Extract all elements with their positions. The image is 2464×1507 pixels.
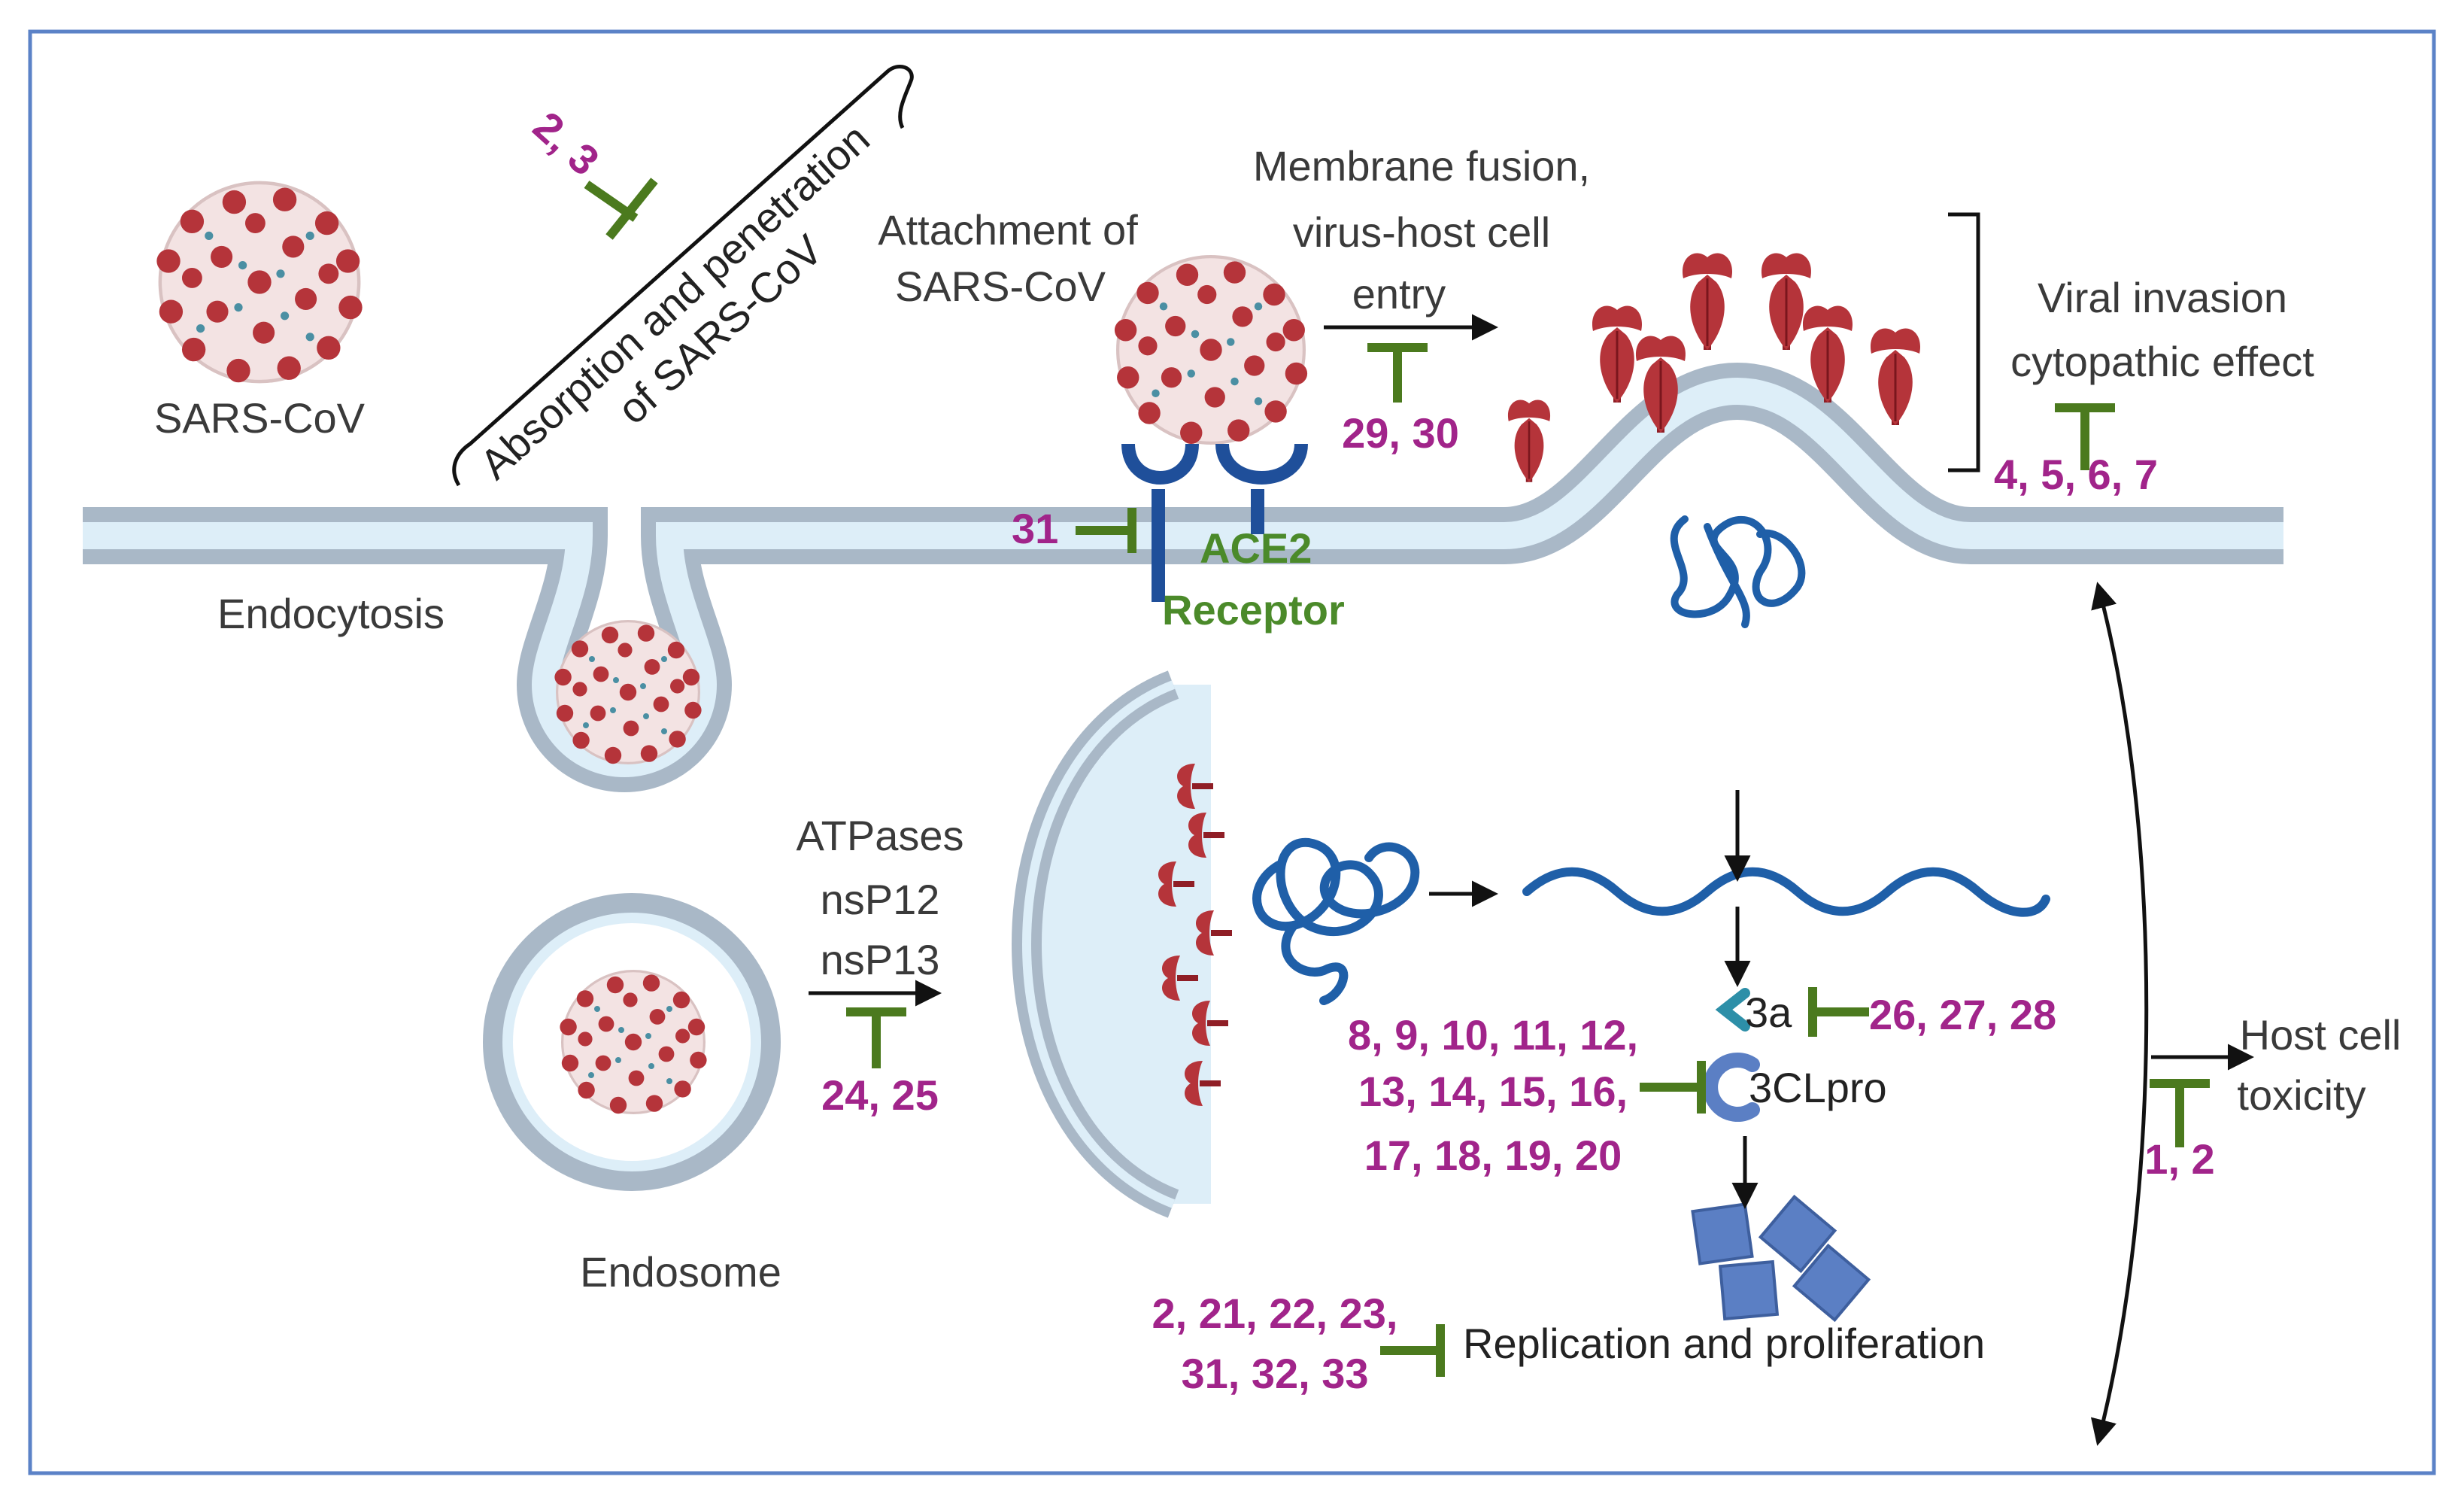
viral-rna-released: [1252, 837, 1420, 1005]
label-viral-invasion-line1: Viral invasion: [2038, 274, 2287, 321]
refs-protease-line2: 13, 14, 15, 16,: [1358, 1068, 1628, 1115]
virus-attached: [1115, 257, 1307, 444]
virus-free: [156, 183, 362, 382]
refs-invasion: 4, 5, 6, 7: [1994, 451, 2158, 498]
label-endocytosis: Endocytosis: [217, 590, 445, 637]
label-receptor: Receptor: [1162, 586, 1345, 633]
virus-endocytosed: [553, 619, 703, 765]
label-fusion-line2: virus-host cell: [1293, 208, 1550, 256]
figure-frame: [28, 29, 2436, 1475]
label-nsp13: nsP13: [821, 936, 940, 983]
label-ace2: ACE2: [1200, 524, 1312, 572]
label-endosome: Endosome: [580, 1248, 781, 1296]
invasion-bracket: [1948, 212, 1980, 472]
label-viral-invasion-line2: cytopathic effect: [2010, 338, 2314, 385]
viral-rna-linear: [1522, 867, 2050, 917]
label-host-cell-line1: Host cell: [2240, 1011, 2402, 1059]
refs-atpases: 24, 25: [821, 1071, 939, 1119]
plasma-membrane: [83, 362, 2283, 792]
label-attachment-line2: SARS-CoV: [895, 263, 1106, 310]
label-atpases: ATPases: [796, 812, 963, 859]
absorption-brace: [452, 65, 914, 487]
refs-fusion: 29, 30: [1342, 409, 1459, 457]
refs-three-a: 26, 27, 28: [1869, 991, 2056, 1038]
label-three-a: 3a: [1745, 989, 1792, 1036]
refs-protease-line1: 8, 9, 10, 11, 12,: [1348, 1011, 1638, 1059]
refs-host: 1, 2: [2144, 1135, 2214, 1183]
refs-replication-line1: 2, 21, 22, 23,: [1152, 1290, 1398, 1337]
label-fusion-line1: Membrane fusion,: [1253, 142, 1590, 190]
label-fusion-line3: entry: [1352, 270, 1446, 318]
three-cl-pro-icon: [1703, 1053, 1760, 1122]
virus-in-endosome: [558, 969, 709, 1115]
ace2-receptors: [1121, 443, 1308, 602]
label-replication: Replication and proliferation: [1463, 1320, 1985, 1367]
protein-blocks: [1691, 1194, 1871, 1323]
label-attachment-line1: Attachment of: [878, 206, 1138, 254]
label-sars-cov: SARS-CoV: [154, 394, 366, 442]
refs-protease-line3: 17, 18, 19, 20: [1364, 1132, 1622, 1179]
refs-ace2: 31: [1012, 505, 1058, 552]
label-three-cl-pro: 3CLpro: [1749, 1064, 1887, 1111]
three-a-icon: [1715, 988, 1750, 1032]
refs-replication-line2: 31, 32, 33: [1181, 1350, 1368, 1397]
fusion-vesicle: [1012, 670, 1232, 1218]
label-host-cell-line2: toxicity: [2237, 1071, 2365, 1119]
pathway-arrows: [809, 314, 2254, 1446]
inhibition-markers: [584, 178, 2210, 1377]
label-nsp12: nsP12: [821, 876, 940, 923]
viral-rna: [1670, 515, 1806, 628]
